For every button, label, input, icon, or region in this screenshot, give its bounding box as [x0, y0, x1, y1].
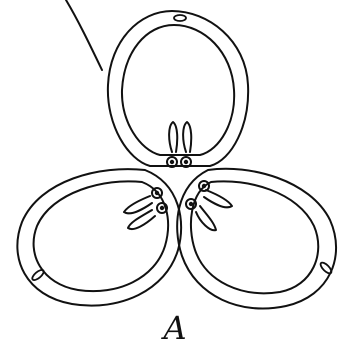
right-cell-rod-upper: [204, 190, 232, 207]
left-cell-outer-wall: [17, 169, 181, 306]
pointer-line: [66, 0, 102, 70]
right-cell-end-pore: [319, 261, 333, 275]
right-cell: [177, 169, 336, 309]
left-cell-end-pore: [31, 268, 46, 282]
top-cell: [108, 11, 248, 167]
top-cell-rod-left: [169, 122, 177, 152]
right-cell-inner-wall: [191, 181, 318, 293]
left-cell: [17, 169, 181, 306]
panel-label: A: [160, 308, 190, 348]
top-cell-rod-right: [183, 122, 191, 152]
right-cell-rod-lower: [196, 206, 216, 230]
left-cell-rod-upper: [124, 196, 152, 213]
top-cell-apical-pore: [174, 15, 186, 21]
